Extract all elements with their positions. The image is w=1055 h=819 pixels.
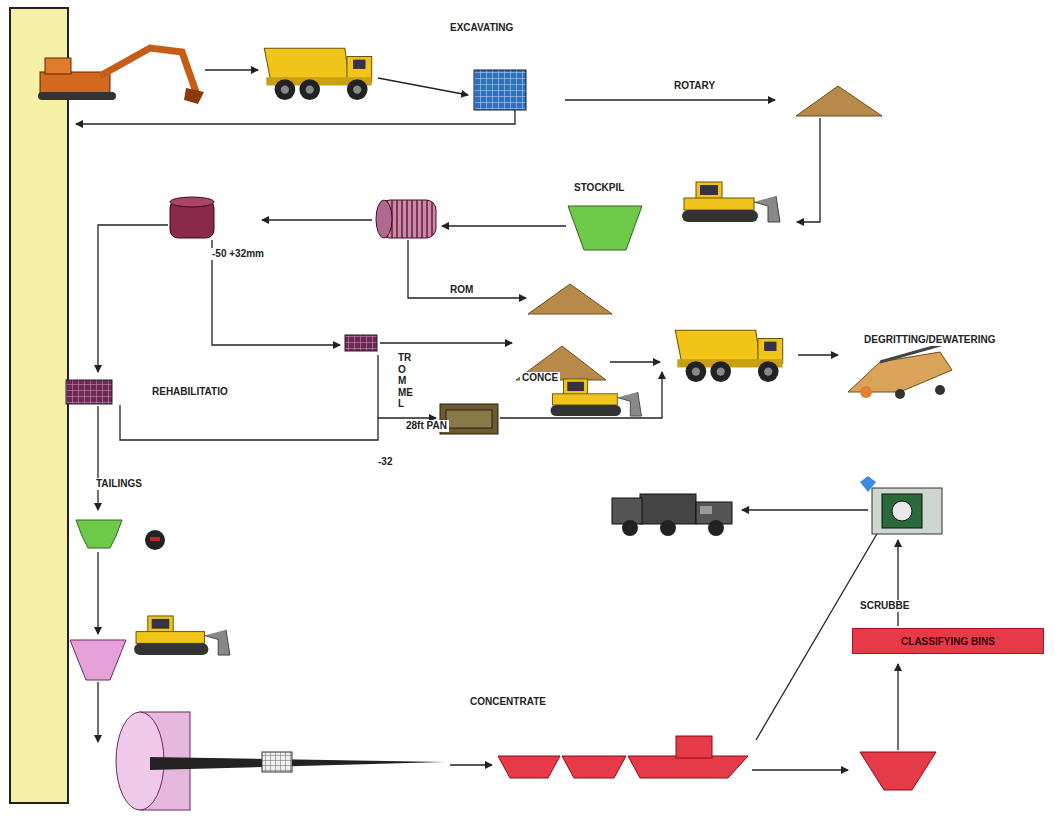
process-label: TR OM ME L (396, 352, 416, 410)
process-label: TAILINGS (94, 478, 144, 490)
process-label: 28ft PAN (404, 420, 449, 432)
process-label: ROM (448, 284, 475, 296)
process-label: CONCENTRATE (468, 696, 548, 708)
process-label: DEGRITTING/DEWATERING (862, 334, 997, 346)
process-label: CONCE (520, 372, 560, 384)
process-label: ROTARY (672, 80, 717, 92)
process-label: EXCAVATING (448, 22, 515, 34)
bins-box: CLASSIFYING BINS (852, 628, 1044, 654)
process-label: REHABILITATIO (150, 386, 230, 398)
bins-label: CLASSIFYING BINS (901, 636, 995, 647)
process-label: STOCKPIL (572, 182, 626, 194)
process-label: SCRUBBE (858, 600, 911, 612)
process-label: -50 +32mm (210, 248, 266, 260)
process-label: -32 (376, 456, 394, 468)
